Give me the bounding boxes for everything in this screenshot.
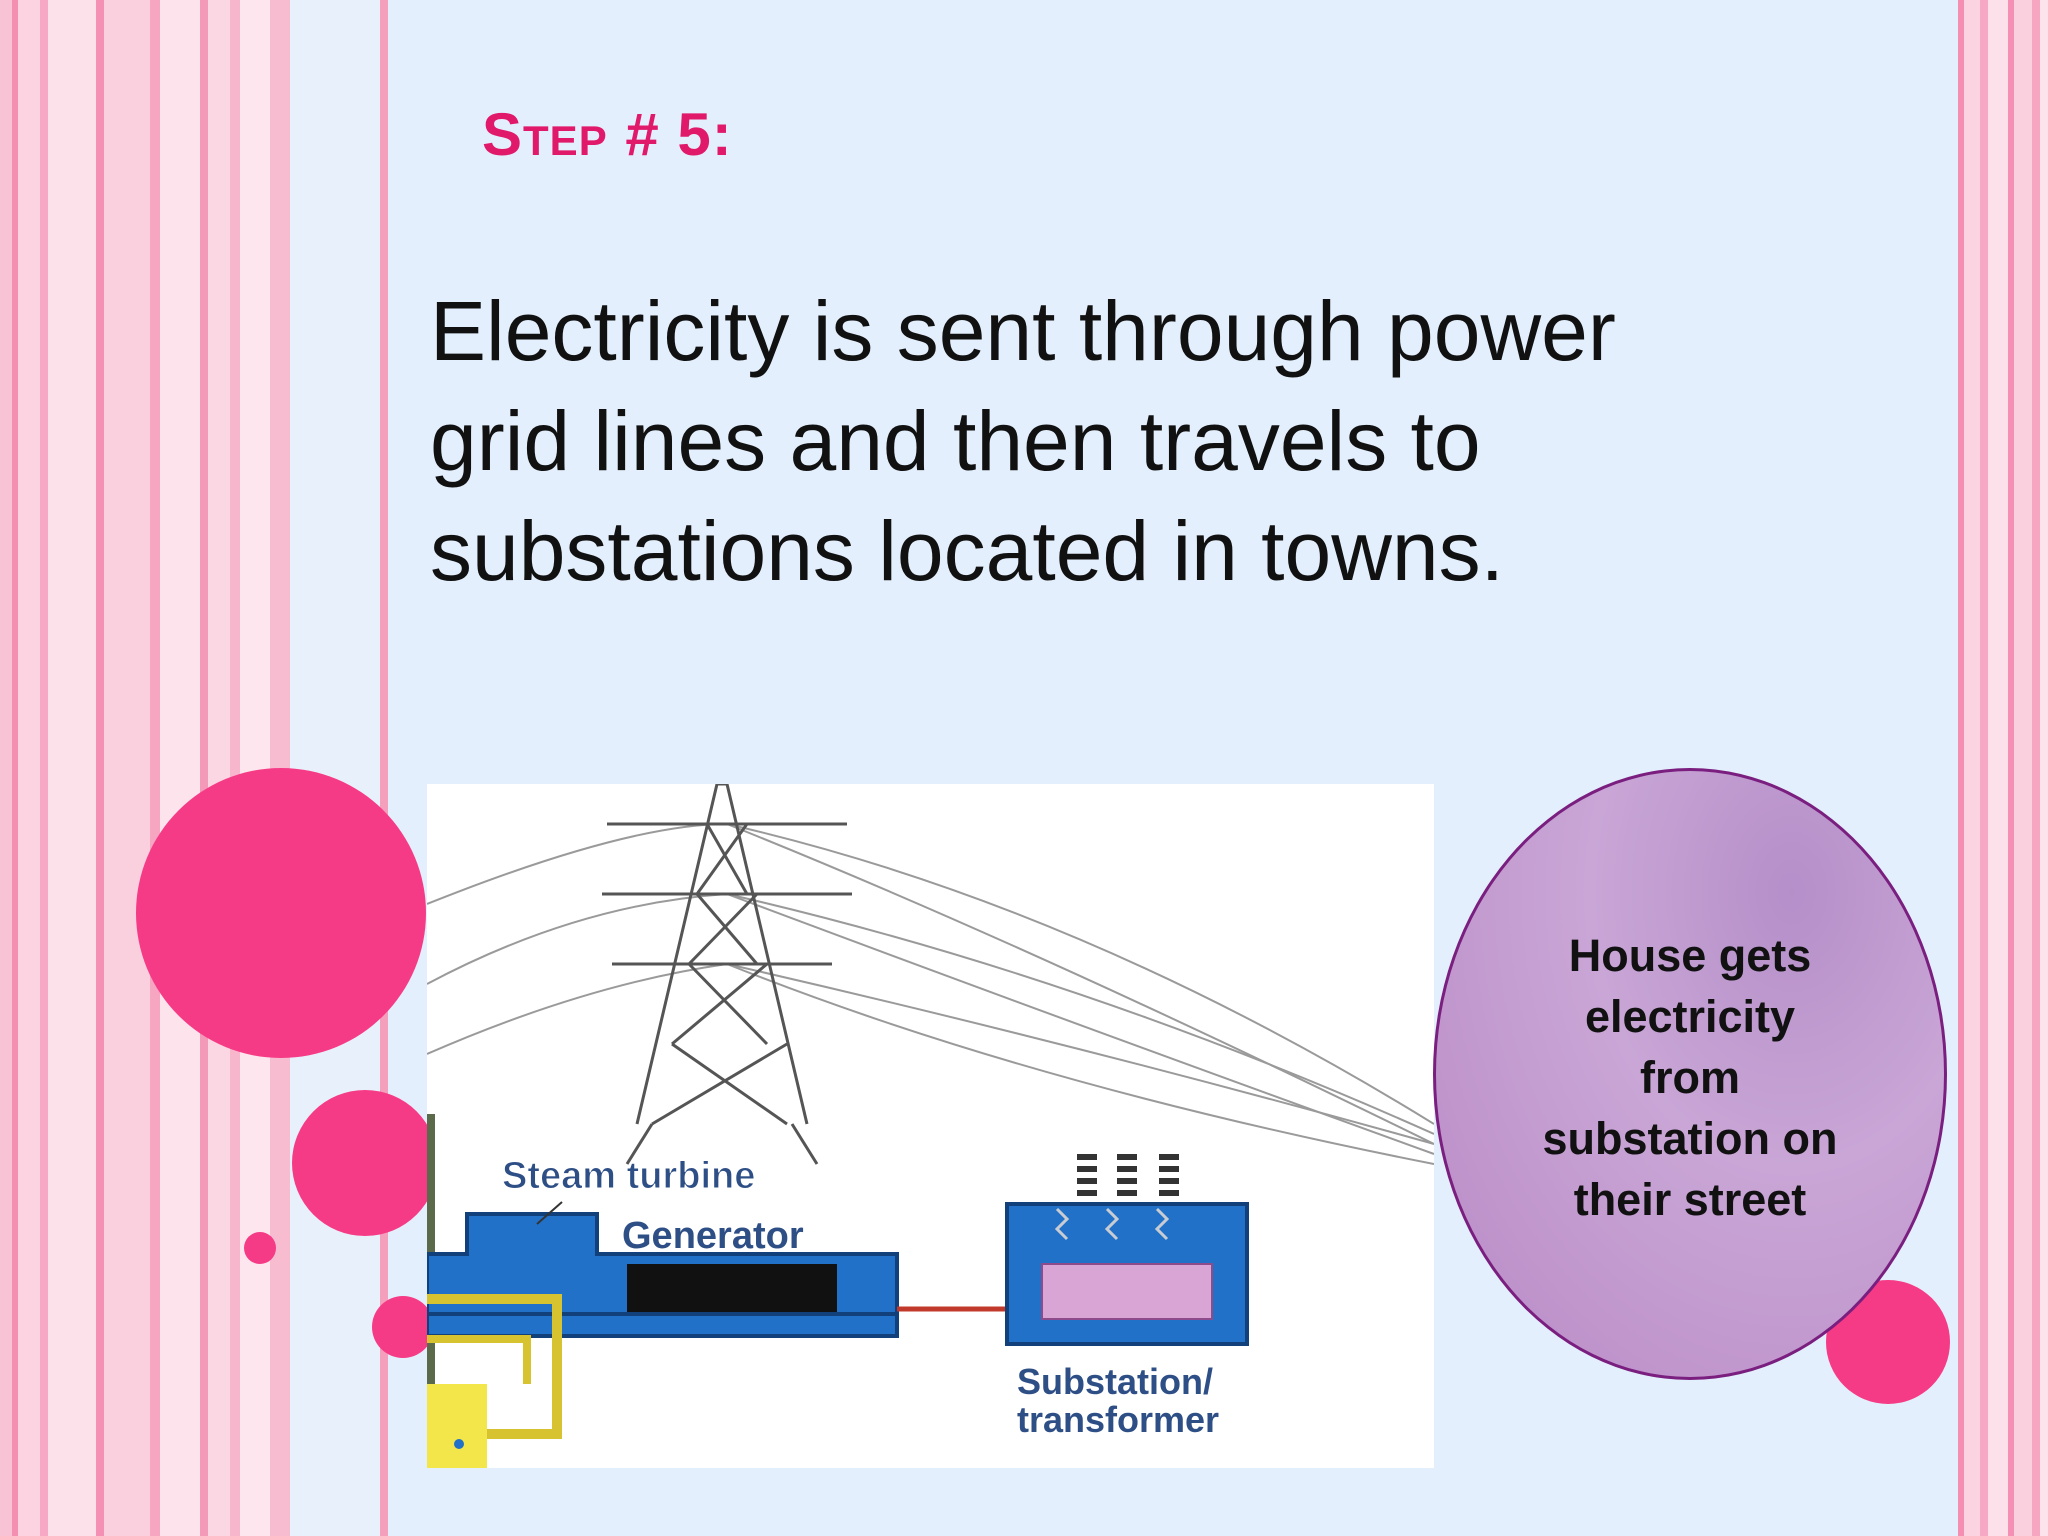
callout-oval: House gets electricity from substation o… xyxy=(1433,768,1947,1380)
power-grid-illustration: Steam turbine Generator Substation/ tran… xyxy=(427,784,1434,1468)
left-stripe-decoration xyxy=(0,0,395,1536)
insulator-icon xyxy=(1077,1154,1179,1196)
decor-circle-small xyxy=(372,1296,434,1358)
label-steam-turbine: Steam turbine xyxy=(502,1155,755,1197)
pylon-icon xyxy=(602,784,852,1165)
decor-circle-tiny xyxy=(244,1232,276,1264)
power-grid-diagram: Steam turbine Generator Substation/ tran… xyxy=(427,784,1434,1468)
label-substation-line2: transformer xyxy=(1017,1399,1219,1440)
decor-circle-medium xyxy=(292,1090,438,1236)
decor-circle-large xyxy=(136,768,426,1058)
label-generator: Generator xyxy=(622,1215,804,1257)
slide-title: Step # 5: xyxy=(482,101,733,168)
slide-body-text: Electricity is sent through power grid l… xyxy=(430,284,1616,598)
callout-text: House gets electricity from substation o… xyxy=(1542,929,1838,1225)
label-substation-line1: Substation/ xyxy=(1017,1361,1213,1402)
right-stripe-decoration xyxy=(1952,0,2048,1536)
